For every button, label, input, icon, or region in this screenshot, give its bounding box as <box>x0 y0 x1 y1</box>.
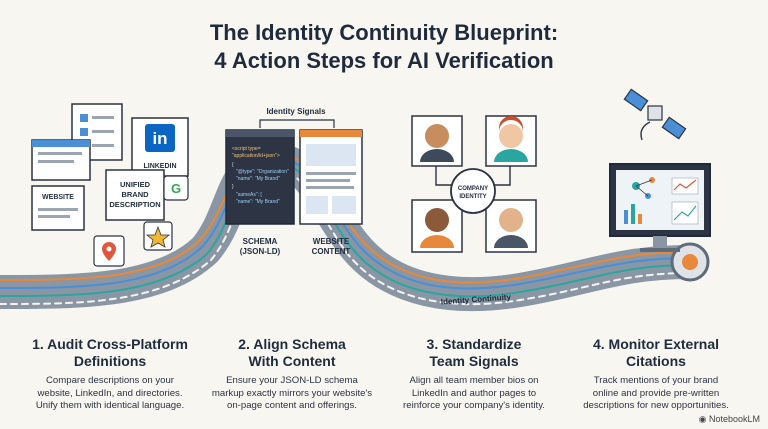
step-1-heading-line-2: Definitions <box>73 353 147 369</box>
title-line-1: The Identity Continuity Blueprint: <box>209 20 559 45</box>
schema-code-line-8: "name": "My Brand" <box>236 199 280 205</box>
schema-code-card <box>225 129 295 225</box>
schema-code-line-4: "@type": "Organization" <box>236 169 289 175</box>
monitor-icon <box>609 163 711 252</box>
location-pin-icon <box>93 235 125 267</box>
schema-code-line-1: <script type= <box>232 146 261 152</box>
identity-signals-label: Identity Signals <box>266 107 326 116</box>
step-1-heading-line-1: 1. Audit Cross-Platform <box>32 336 188 352</box>
schema-code-line-6: } <box>232 184 234 190</box>
step-1-desc-line-2: website, LinkedIn, and directories. <box>37 387 183 399</box>
team-card-4 <box>485 199 537 253</box>
notebooklm-watermark: ◉ NotebookLM <box>699 414 760 425</box>
step-2-heading-line-2: With Content <box>248 353 336 369</box>
website-content-line-1: WEBSITE <box>313 237 350 246</box>
team-card-1 <box>411 115 463 167</box>
notebooklm-label: NotebookLM <box>708 414 760 424</box>
step-1-desc-line-3: Unify them with identical language. <box>35 400 185 411</box>
team-card-2 <box>485 115 537 167</box>
unified-brand-line-3: DESCRIPTION <box>109 200 160 209</box>
schema-label-line-2: (JSON-LD) <box>240 247 281 256</box>
step-4-heading-line-1: 4. Monitor External <box>592 336 720 352</box>
team-card-3 <box>411 199 463 253</box>
satellite-icon <box>623 88 687 141</box>
step-2-desc-line-3: on-page content and offerings. <box>227 400 357 411</box>
step-1-desc-line-1: Compare descriptions on your <box>46 375 174 386</box>
company-identity-line-2: IDENTITY <box>459 194 486 200</box>
svg-text:in: in <box>152 129 167 148</box>
website-card <box>31 185 85 231</box>
step-4-heading-line-2: Citations <box>626 353 686 369</box>
linkedin-card: in <box>131 117 189 177</box>
step-4-desc-line-3: descriptions for new opportunities. <box>583 400 729 411</box>
step-2-desc-line-2: markup exactly mirrors your website's <box>211 387 373 399</box>
browser-doc <box>31 139 91 181</box>
schema-code-line-7: "sameAs": [ <box>236 192 262 198</box>
step-4-desc-line-1: Track mentions of your brand <box>593 375 719 386</box>
website-label: WEBSITE <box>42 194 74 201</box>
website-content-card <box>299 129 363 225</box>
step-3-desc-line-3: reinforce your company's identity. <box>403 400 545 411</box>
schema-code-line-5: "name": "My Brand" <box>236 176 280 182</box>
unified-brand-line-1: UNIFIED <box>120 180 151 189</box>
notebooklm-icon: ◉ <box>698 414 707 424</box>
unified-brand-line-2: BRAND <box>121 190 149 199</box>
company-identity-badge <box>450 168 496 214</box>
star-icon <box>143 221 173 251</box>
step-2-heading-line-1: 2. Align Schema <box>238 336 346 352</box>
google-maps-icon: G <box>163 175 189 201</box>
svg-text:G: G <box>171 181 181 196</box>
title-line-2: 4 Action Steps for AI Verification <box>214 48 554 73</box>
schema-code-line-2: "application/ld+json"> <box>232 153 280 159</box>
website-content-line-2: CONTENT <box>312 247 351 256</box>
schema-label-line-1: SCHEMA <box>243 237 278 246</box>
step-2-desc-line-1: Ensure your JSON-LD schema <box>226 375 358 386</box>
step-3-desc-line-1: Align all team member bios on <box>409 375 539 386</box>
company-identity-line-1: COMPANY <box>458 186 488 192</box>
schema-code-line-3: { <box>232 162 234 168</box>
step-3-desc-line-2: LinkedIn and author pages to <box>411 387 537 399</box>
step-3-heading-line-1: 3. Standardize <box>426 336 522 352</box>
linkedin-label: LINKEDIN <box>143 163 176 170</box>
step-4-desc-line-2: online and provide pre-written <box>592 387 720 399</box>
step-3-heading-line-2: Team Signals <box>429 353 519 369</box>
